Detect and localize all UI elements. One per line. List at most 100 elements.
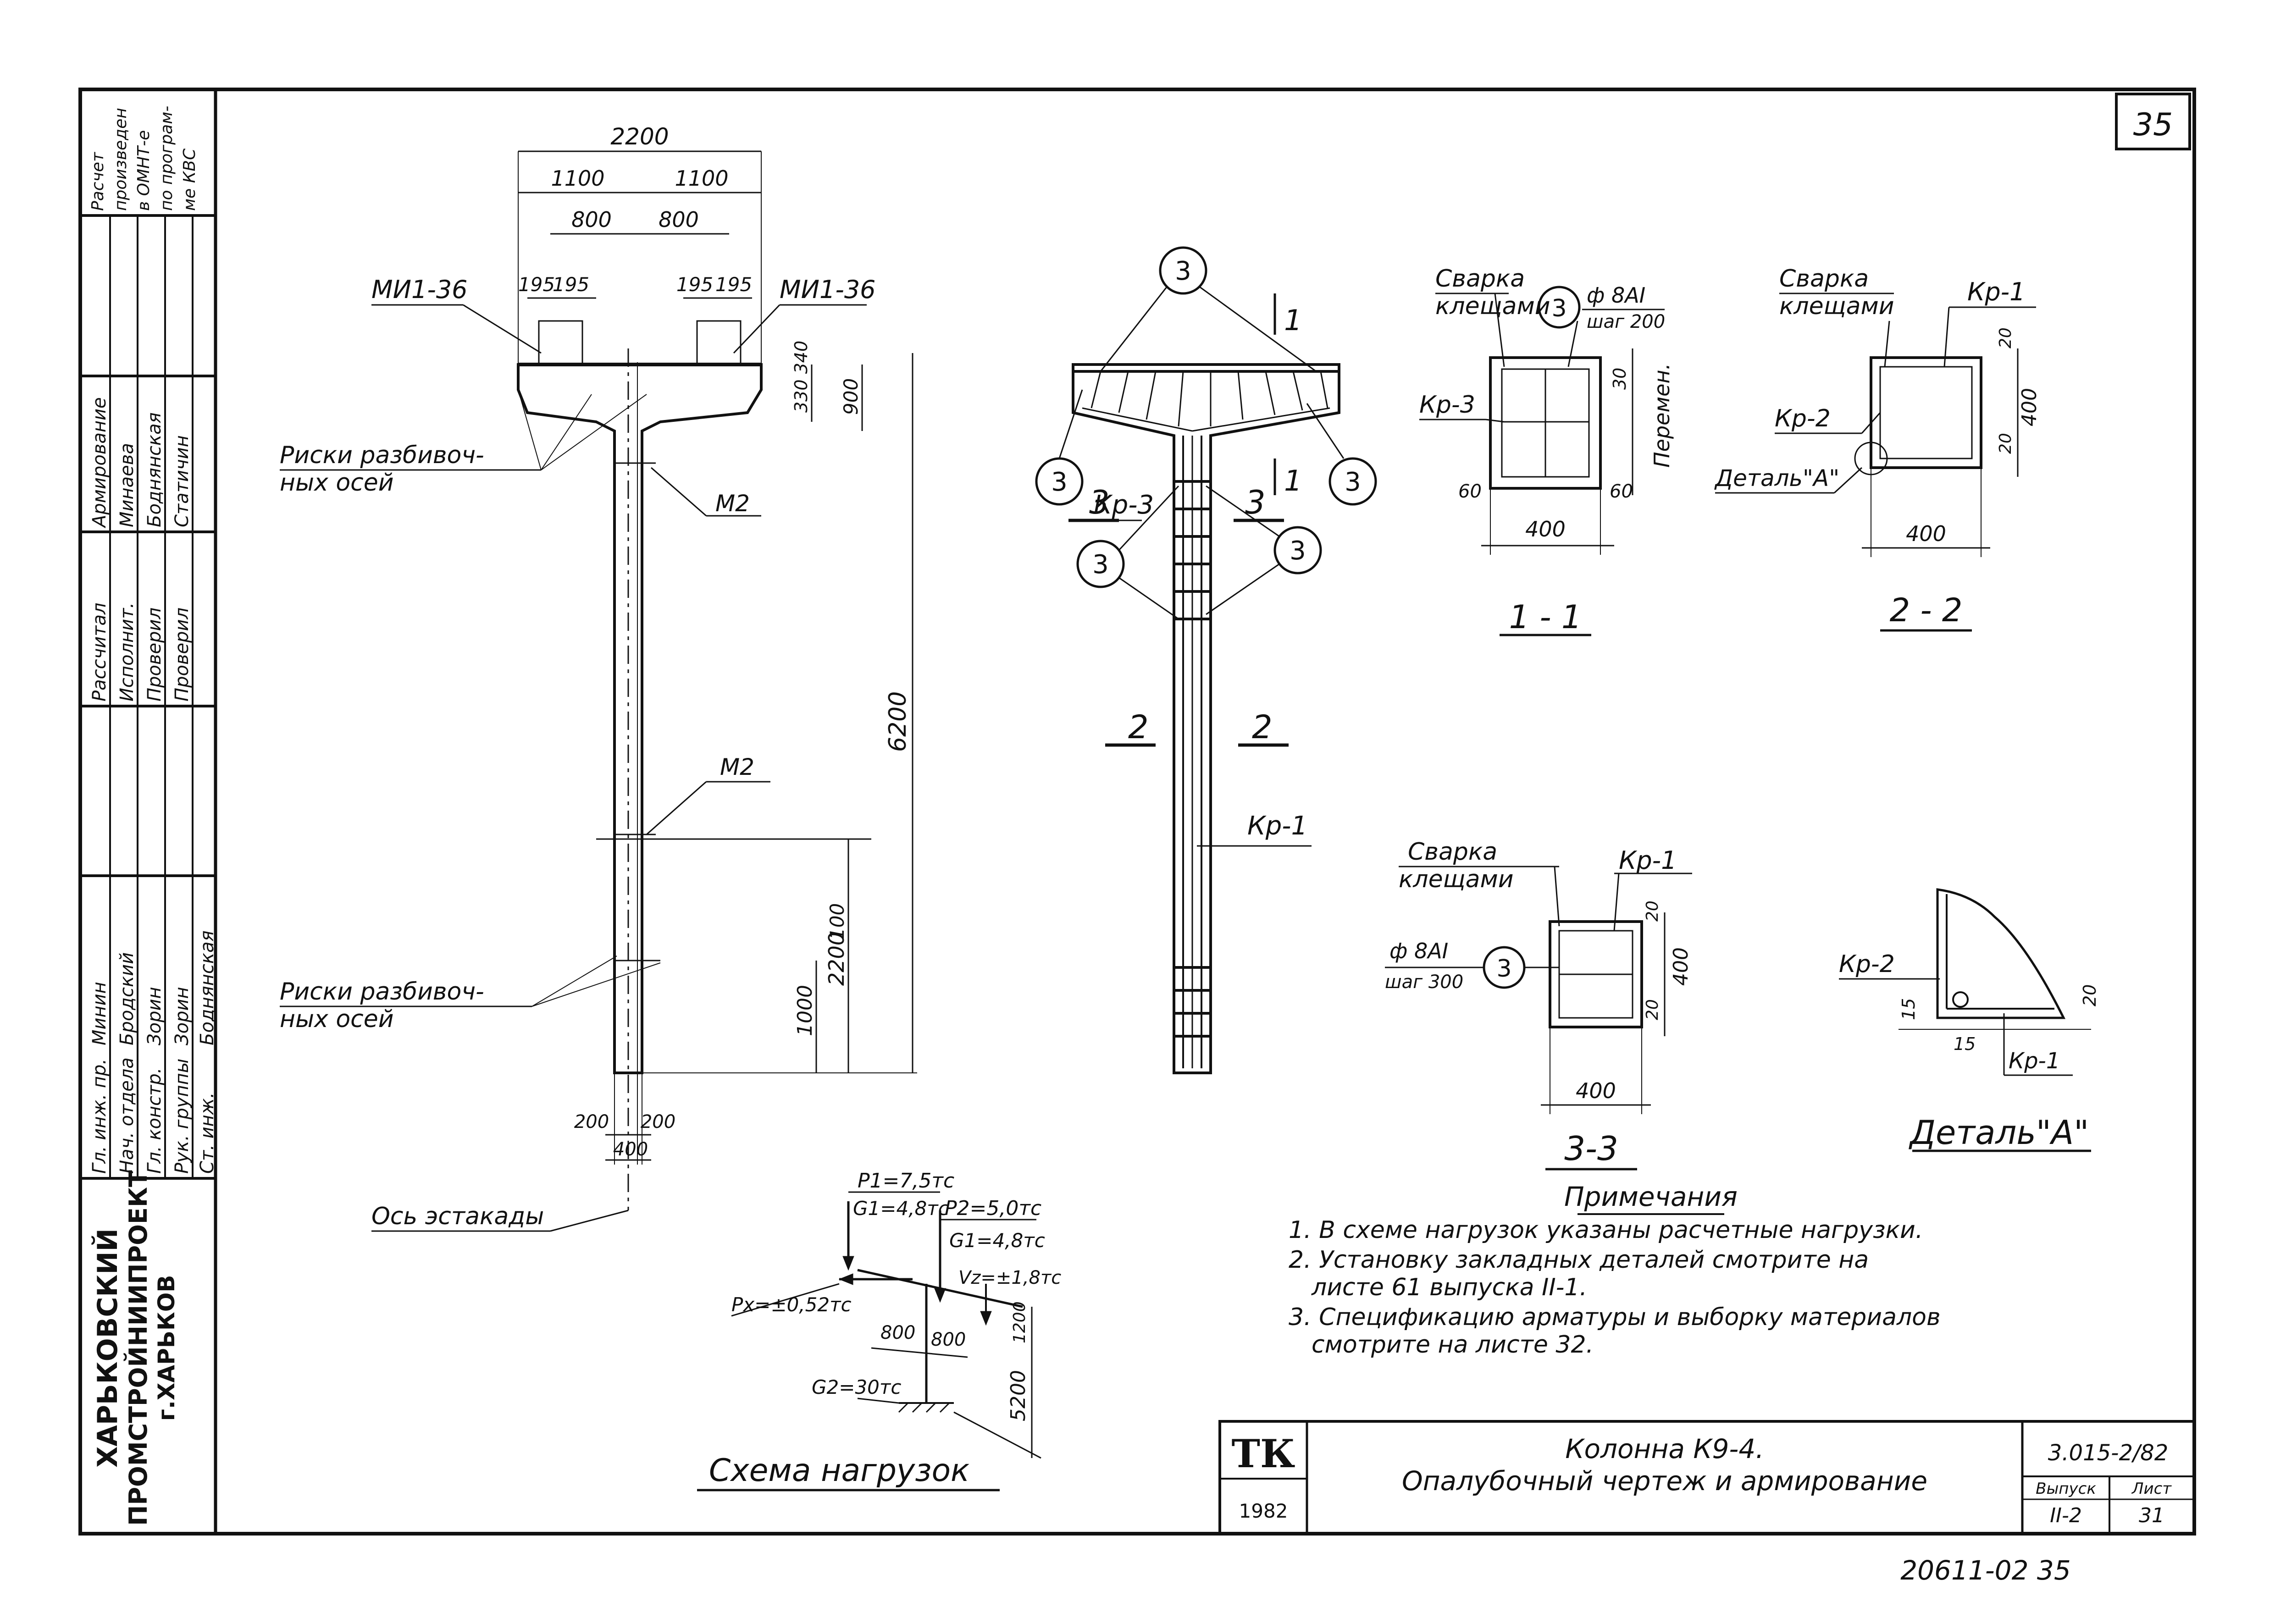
calc-note-4: по програм- — [157, 106, 176, 211]
sheet-number-box — [2115, 93, 2191, 150]
s22-weld-line2: клещами — [1779, 293, 1894, 320]
s33-bar-marker-label: 3 — [1496, 955, 1511, 983]
s22-dim-20-top: 20 — [1996, 327, 2015, 348]
label-m2-top: М2 — [715, 490, 750, 517]
note-2: 2. Установку закладных деталей смотрите … — [1289, 1246, 1869, 1274]
load-vz: Vz=±1,8тс — [958, 1267, 1061, 1288]
section-3-left: 3 — [1089, 484, 1110, 521]
notes: Примечания 1. В схеме нагрузок указаны р… — [1289, 1181, 1941, 1359]
detail-a-outline — [1936, 888, 2066, 1019]
marker-3-left-label: 3 — [1051, 467, 1068, 497]
label-risks-1-line2: ных осей — [280, 469, 394, 497]
s33-dim-400-right: 400 — [1669, 947, 1693, 986]
reinforcement-outline — [1072, 363, 1340, 1074]
arm-name-2: Боднянская — [144, 412, 165, 527]
s33-dim-400-bottom: 400 — [1576, 1078, 1616, 1103]
name-4: Зорин — [172, 987, 193, 1045]
label-mi-left: МИ1-36 — [371, 275, 468, 304]
load-p1: P1=7,5тс — [858, 1169, 954, 1193]
org-name-line1: ХАРЬКОВСКИЙ — [91, 1228, 124, 1468]
dim-195-d: 195 — [715, 273, 752, 296]
name-5: Боднянская — [197, 930, 218, 1045]
notes-title: Примечания — [1564, 1181, 1738, 1212]
s11-dim-60-left: 60 — [1458, 481, 1482, 502]
dim-1100-right: 1100 — [675, 166, 728, 191]
load-dim-800-right: 800 — [931, 1329, 966, 1350]
s33-bar-line1: ф 8АI — [1389, 939, 1448, 963]
label-kr1: Кр-1 — [1247, 811, 1307, 841]
dim-1000: 1000 — [793, 985, 817, 1036]
load-dim-1200: 1200 — [1010, 1301, 1029, 1343]
label-risks-2-line2: ных осей — [280, 1005, 394, 1033]
section-2-left: 2 — [1128, 708, 1149, 746]
detail-a: Кр-2 Кр-1 15 15 20 Деталь"А" — [1839, 888, 2100, 1152]
s11-bar-marker-label: 3 — [1551, 295, 1566, 322]
s22-label-detail: Деталь"А" — [1714, 465, 1839, 492]
detail-a-label-kr1: Кр-1 — [2009, 1048, 2060, 1074]
left-stamp-block: ХАРЬКОВСКИЙ ПРОМСТРОЙНИИПРОЕКТ г.ХАРЬКОВ… — [80, 106, 218, 1526]
dim-330-340: 330 340 — [791, 341, 811, 413]
dim-195-c: 195 — [676, 273, 713, 296]
load-g1-left: G1=4,8тс — [853, 1197, 949, 1220]
dim-6200: 6200 — [884, 691, 912, 752]
s22-label-kr2: Кр-2 — [1775, 405, 1831, 432]
org-city: г.ХАРЬКОВ — [153, 1275, 180, 1421]
calc-note-5: ме КВС — [180, 148, 199, 211]
section-2-2-outline — [1870, 356, 1982, 469]
calc-note-1: Расчет — [89, 152, 107, 211]
load-dim-800-left: 800 — [880, 1322, 915, 1343]
detail-a-dim-15-left: 15 — [1899, 998, 1919, 1020]
title-sheet-value: 31 — [2139, 1504, 2164, 1527]
column-elevation: 2200 1100 1100 800 800 195 195 195 195 3… — [280, 123, 917, 1232]
dim-100: 100 — [826, 903, 848, 940]
s22-title: 2 - 2 — [1890, 591, 1963, 629]
marker-3-top — [1159, 246, 1207, 295]
name-3: Зорин — [144, 987, 165, 1045]
s22-dim-400-bottom: 400 — [1906, 521, 1946, 546]
detail-a-label-kr2: Кр-2 — [1839, 950, 1895, 978]
load-px: Px=±0,52тс — [731, 1293, 852, 1316]
calc-role-2: Исполнит. — [116, 602, 138, 702]
title-year: 1982 — [1239, 1500, 1288, 1522]
s11-bar-marker — [1538, 286, 1581, 329]
s33-dim-20-top: 20 — [1643, 900, 1662, 922]
dim-800-left: 800 — [571, 207, 612, 232]
s33-bar-line2: шаг 300 — [1385, 972, 1463, 993]
calc-role-4: Проверил — [172, 608, 193, 702]
title-line2: Опалубочный чертеж и армирование — [1402, 1465, 1927, 1497]
bottom-stamp: 20611-02 35 — [1900, 1555, 2070, 1586]
detail-a-dim-15-bottom: 15 — [1954, 1034, 1976, 1054]
marker-3-mid-left — [1076, 540, 1125, 588]
section-2-2: Сварка клещами Кр-1 Кр-2 Деталь"А" 20 40… — [1714, 265, 2041, 632]
dim-400-bottom: 400 — [613, 1139, 648, 1160]
reinforcement-view: 3 3 3 3 3 1 1 Кр-3 3 3 2 2 Кр-1 — [1035, 246, 1377, 1074]
note-3-cont: смотрите на листе 32. — [1312, 1331, 1594, 1359]
label-axis: Ось эстакады — [371, 1203, 544, 1230]
title-issue-value: II-2 — [2050, 1504, 2082, 1527]
load-scheme: P1=7,5тс G1=4,8тс P2=5,0тс G1=4,8тс Px=±… — [697, 1169, 1061, 1491]
title-issue-label: Выпуск — [2036, 1480, 2096, 1498]
s11-weld-line1: Сварка — [1435, 265, 1525, 293]
column-outline — [517, 363, 763, 1074]
s22-dim-20-bottom: 20 — [1996, 433, 2015, 454]
load-g2: G2=30тс — [812, 1376, 901, 1398]
s11-label-variable: Перемен. — [1650, 363, 1674, 468]
calc-note-3: в ОМНТ-е — [134, 130, 153, 211]
arm-header: Армирование — [89, 397, 110, 529]
s33-weld-line2: клещами — [1399, 866, 1514, 893]
load-g1-right: G1=4,8тс — [949, 1229, 1045, 1252]
marker-3-right — [1328, 457, 1377, 506]
note-1: 1. В схеме нагрузок указаны расчетные на… — [1289, 1216, 1923, 1244]
s33-weld-line1: Сварка — [1408, 838, 1497, 866]
marker-3-right-label: 3 — [1345, 467, 1361, 497]
marker-3-mid-right-label: 3 — [1290, 536, 1306, 566]
arm-name-3: Статичин — [172, 435, 193, 527]
s22-label-kr1: Кр-1 — [1967, 277, 2025, 306]
load-scheme-title: Схема нагрузок — [709, 1453, 969, 1489]
dim-195-a: 195 — [518, 273, 555, 296]
load-p2: P2=5,0тс — [945, 1197, 1041, 1220]
org-name-line2: ПРОМСТРОЙНИИПРОЕКТ — [124, 1170, 153, 1526]
name-1: Минин — [89, 982, 110, 1045]
section-2-right: 2 — [1252, 708, 1273, 746]
